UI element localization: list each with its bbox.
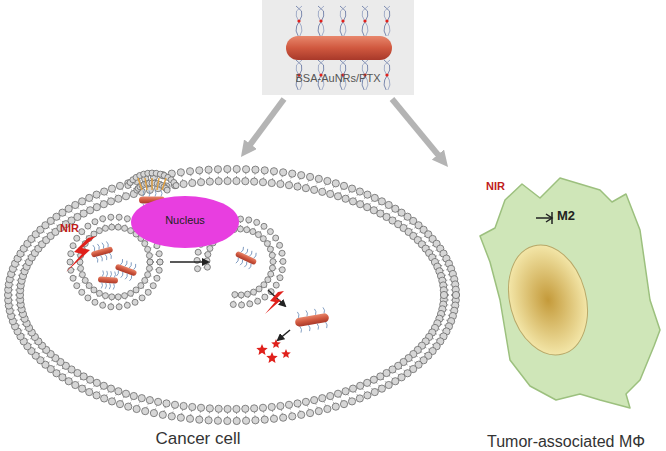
flow-arrow (392, 99, 440, 158)
nanoparticle-panel: BSA-AuNRs/PTX (262, 0, 414, 95)
nir-label: NIR (486, 180, 505, 192)
node-label: BSA-AuNRs/PTX (262, 72, 414, 84)
nir-label: NIR (60, 222, 79, 234)
process-arrow (278, 330, 290, 340)
gold-nanorod (286, 36, 392, 60)
macrophage-nucleus (497, 236, 599, 364)
cell-membrane (4, 165, 459, 424)
cell-contents (89, 178, 331, 363)
nir-bolt (265, 291, 284, 314)
cancer-cell: Cancer cellNucleus (8, 165, 456, 429)
flow-arrow (248, 99, 284, 147)
node-label: Tumor-associated MΦ (466, 433, 666, 451)
phenotype-label: M2 (557, 208, 575, 223)
nucleus-shape (131, 196, 239, 248)
nucleus: Nucleus (130, 195, 240, 249)
process-arrow (170, 261, 208, 263)
inhibit-symbol (536, 212, 552, 224)
inhibit-symbol (546, 214, 552, 222)
node-label: Nucleus (130, 214, 240, 226)
nir-bolt (66, 236, 96, 272)
macrophage-shape (480, 178, 660, 408)
top-panel (262, 0, 414, 95)
node-label: Cancer cell (8, 429, 388, 449)
